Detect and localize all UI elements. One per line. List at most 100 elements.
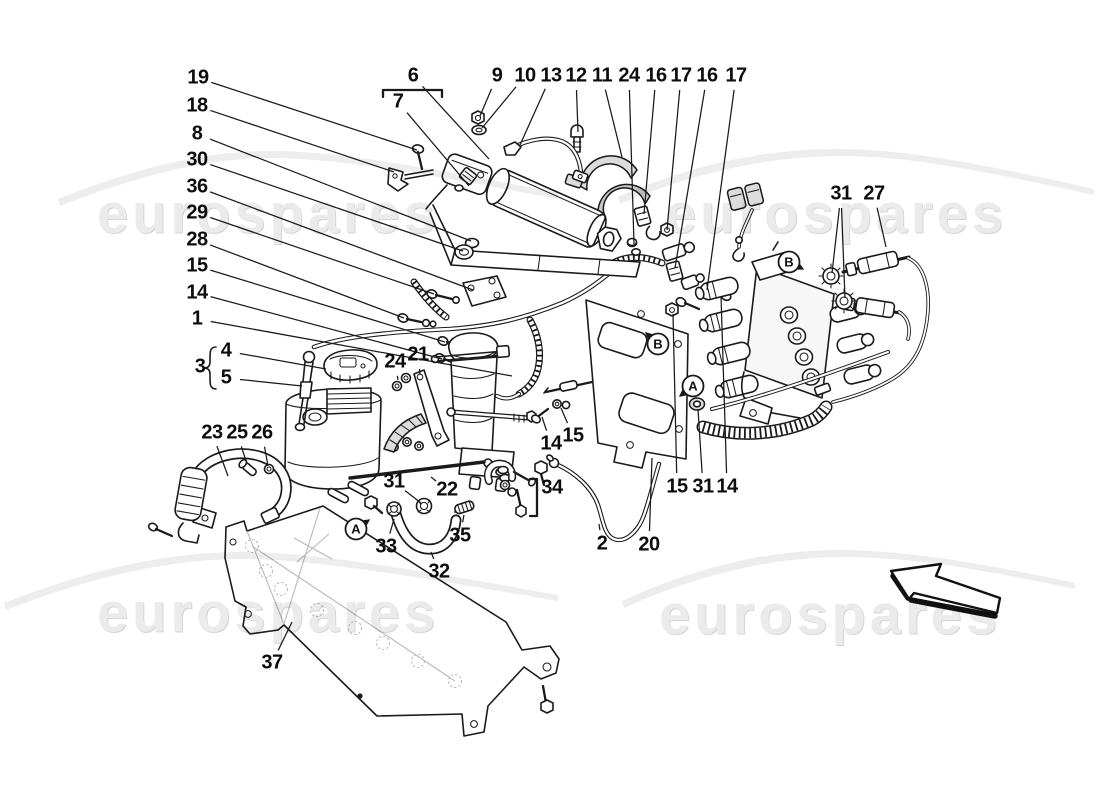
leader-line-9 — [479, 88, 493, 117]
part-label-21: 21 — [407, 343, 429, 366]
part-label-6: 6 — [407, 64, 419, 87]
low-pressure-hose — [386, 459, 537, 555]
part-label-31: 31 — [692, 475, 714, 498]
leader-line-24 — [396, 375, 399, 381]
leader-line-16 — [674, 89, 706, 269]
part-label-8: 8 — [191, 122, 203, 145]
part-label-33: 33 — [375, 535, 397, 558]
leader-line-31 — [831, 207, 841, 274]
leader-line-19 — [211, 81, 418, 151]
part-label-15: 15 — [666, 475, 688, 498]
leader-line-22 — [430, 476, 437, 482]
part-label-24: 24 — [618, 64, 640, 87]
part-label-35: 35 — [449, 524, 471, 547]
leader-line-24 — [628, 89, 635, 245]
part-label-37: 37 — [261, 651, 283, 674]
part-label-15: 15 — [186, 254, 208, 277]
leader-line-5 — [239, 378, 303, 387]
eurospares-watermark: eurospares — [97, 580, 439, 644]
leader-line-35 — [462, 514, 465, 523]
wiring-harness — [311, 241, 696, 401]
part-label-3: 3 — [194, 355, 206, 378]
leader-line-15 — [560, 407, 569, 424]
leader-line-4 — [239, 352, 327, 370]
part-label-12: 12 — [565, 64, 587, 87]
leader-line-31 — [840, 207, 846, 299]
leader-line-17 — [666, 89, 681, 231]
reservoir-clamp — [147, 448, 292, 544]
part-label-22: 22 — [436, 478, 458, 501]
part-label-14: 14 — [186, 281, 208, 304]
part-label-4: 4 — [220, 339, 232, 362]
part-label-31: 31 — [383, 470, 405, 493]
pump-actuator — [327, 332, 537, 515]
leader-line-31 — [697, 408, 703, 474]
part-label-16: 16 — [696, 64, 718, 87]
leader-line-2 — [598, 523, 601, 531]
svg-text:A: A — [351, 522, 361, 537]
part-label-26: 26 — [251, 421, 273, 444]
part-label-28: 28 — [186, 228, 208, 251]
part-label-20: 20 — [638, 533, 660, 556]
leader-line-36 — [209, 191, 474, 291]
grouping-brackets — [203, 88, 539, 518]
leader-line-23 — [216, 445, 229, 477]
eurospares-watermark: eurospares — [665, 181, 1007, 245]
leader-line-15 — [210, 269, 446, 343]
leader-line-15 — [672, 313, 678, 474]
part-label-27: 27 — [863, 182, 885, 205]
svg-text:A: A — [688, 379, 698, 394]
part-label-17: 17 — [670, 64, 692, 87]
part-label-9: 9 — [491, 64, 503, 87]
car-silhouette-top-right — [618, 148, 1094, 204]
car-silhouette-top-left — [58, 151, 558, 206]
leader-line-33 — [389, 518, 395, 534]
car-silhouette-bottom-left — [4, 551, 558, 610]
leader-line-37 — [277, 621, 293, 651]
leader-line-14 — [720, 295, 728, 474]
oil-reservoir — [284, 349, 382, 490]
leader-line-26 — [263, 446, 269, 467]
leader-line-6 — [421, 85, 490, 160]
lower-bracket — [224, 505, 560, 737]
part-label-36: 36 — [186, 175, 208, 198]
leader-line-29 — [210, 216, 435, 295]
part-label-18: 18 — [186, 94, 208, 117]
part-label-24: 24 — [384, 350, 406, 373]
leader-line-21 — [418, 368, 421, 375]
leader-line-11 — [604, 89, 623, 158]
part-label-10: 10 — [514, 64, 536, 87]
part-label-34: 34 — [541, 476, 563, 499]
leader-line-20 — [648, 457, 653, 532]
leader-line-32 — [430, 551, 435, 560]
part-label-14: 14 — [716, 475, 738, 498]
eurospares-watermark: eurospares — [97, 181, 439, 245]
leader-line-12 — [575, 89, 579, 133]
leader-line-28 — [209, 244, 405, 319]
reference-marker-B: B — [644, 332, 670, 356]
part-label-16: 16 — [645, 64, 667, 87]
part-label-2: 2 — [596, 532, 608, 555]
leader-line-7 — [406, 112, 470, 187]
leader-line-17 — [706, 89, 735, 291]
leader-line-30 — [210, 163, 464, 252]
leader-line-1 — [210, 320, 513, 377]
part-label-14: 14 — [540, 432, 562, 455]
hydraulic-valve-block — [694, 241, 890, 440]
part-label-5: 5 — [220, 366, 232, 389]
part-label-29: 29 — [186, 201, 208, 224]
leader-line-14 — [210, 296, 443, 360]
leader-line-13 — [519, 88, 546, 146]
part-label-31: 31 — [830, 182, 852, 205]
part-label-13: 13 — [540, 64, 562, 87]
part-label-23: 23 — [201, 421, 223, 444]
leader-line-25 — [240, 446, 248, 465]
part-label-17: 17 — [725, 64, 747, 87]
leader-line-10 — [481, 86, 517, 129]
part-label-15: 15 — [562, 424, 584, 447]
car-silhouette-bottom-right — [622, 549, 1075, 608]
